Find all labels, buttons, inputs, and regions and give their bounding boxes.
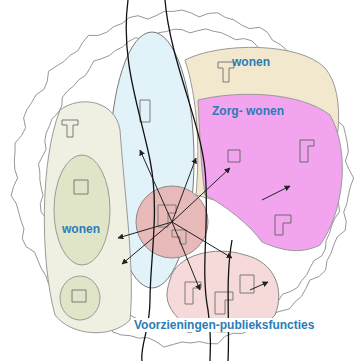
zone-caption: Voorzieningen-publieksfuncties: [132, 318, 316, 332]
housing-zone: wonen: [40, 95, 140, 345]
zone-label: wonen: [232, 55, 270, 69]
zone-outline: [40, 95, 140, 345]
zone-label: wonen: [62, 222, 100, 236]
zone-label: Zorg- wonen: [212, 104, 284, 118]
care-housing-zone: Zorg- wonen: [195, 88, 353, 258]
